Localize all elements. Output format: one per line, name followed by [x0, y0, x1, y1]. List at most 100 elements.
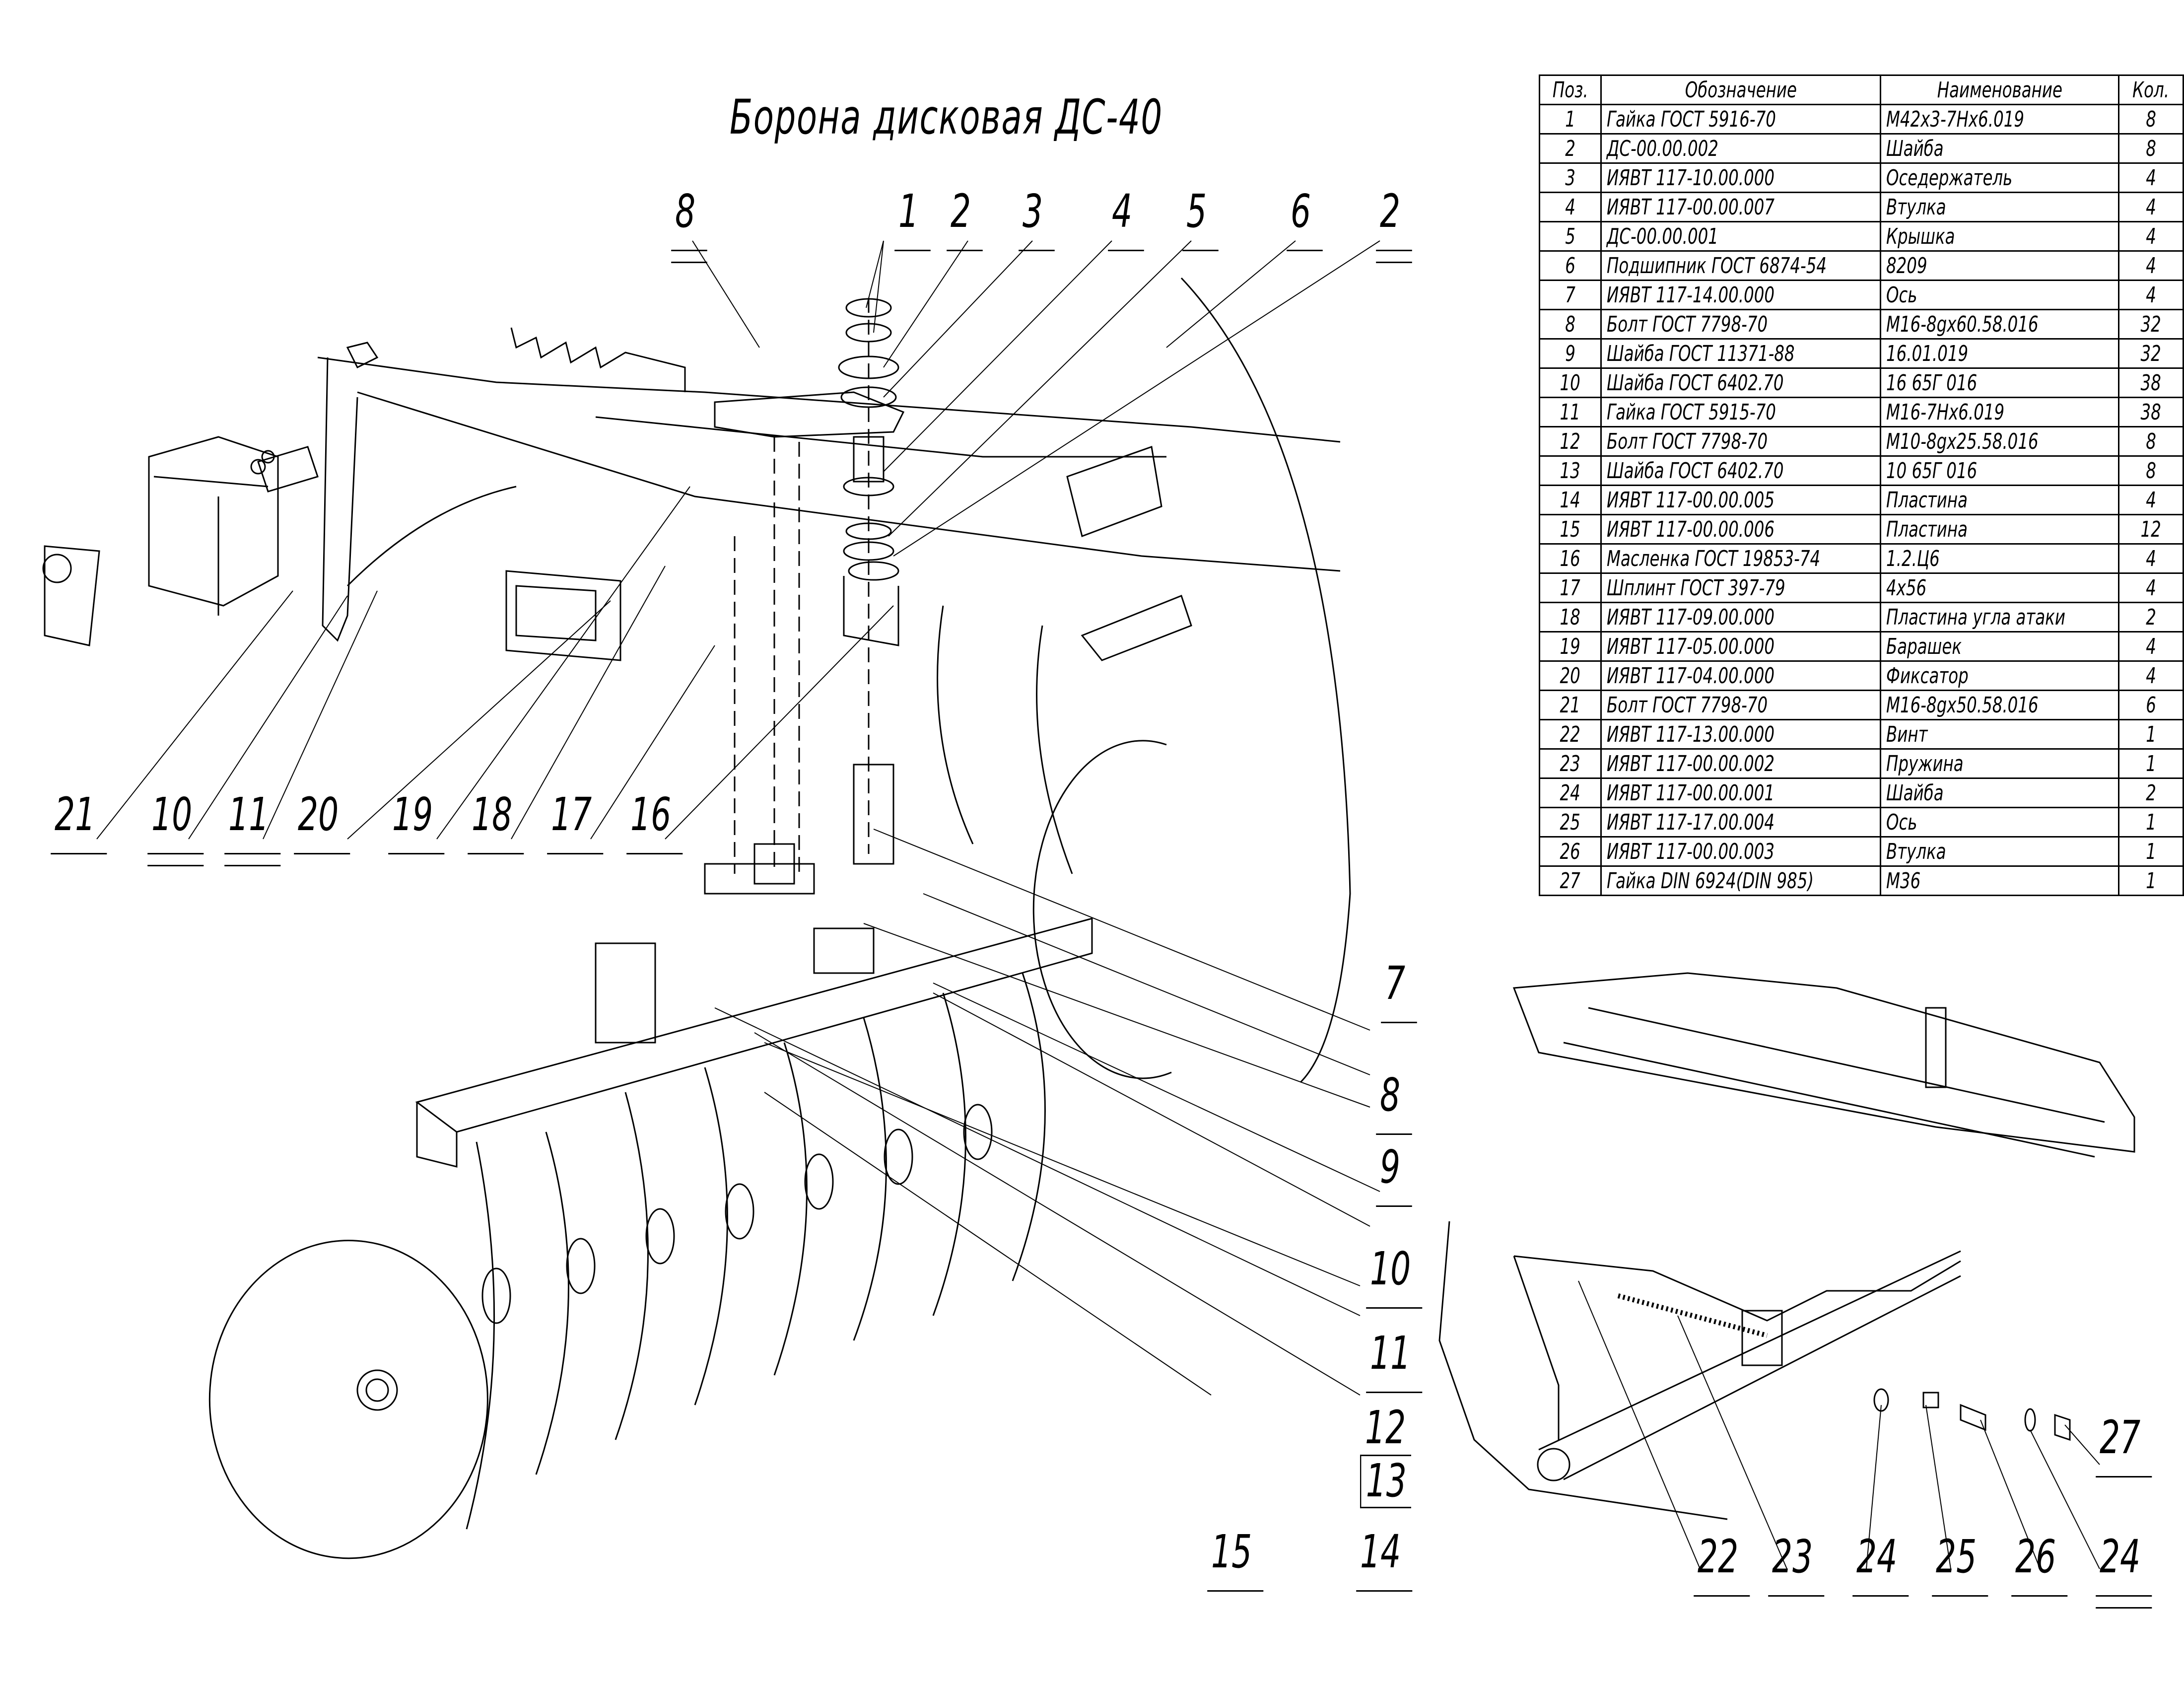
cell-pos: 10 — [1538, 367, 1602, 398]
callout-label: 8 — [671, 185, 707, 263]
cell-designation: ИЯВТ 117-00.00.003 — [1600, 836, 1882, 867]
callout-label: 24 — [1852, 1530, 1909, 1597]
cell-designation: ИЯВТ 117-10.00.000 — [1600, 162, 1882, 193]
cell-name: 16 65Г 016 — [1880, 367, 2120, 398]
cell-qty: 4 — [2118, 572, 2184, 603]
callout-label: 14 — [1356, 1525, 1413, 1592]
cell-pos: 24 — [1538, 777, 1602, 808]
callout-label: 4 — [1108, 185, 1144, 251]
callout-label: 15 — [1207, 1525, 1264, 1592]
cell-qty: 2 — [2118, 602, 2184, 633]
cell-qty: 4 — [2118, 192, 2184, 222]
cell-designation: Подшипник ГОСТ 6874-54 — [1600, 250, 1882, 281]
cell-designation: ИЯВТ 117-14.00.000 — [1600, 280, 1882, 310]
cell-name: Пластина — [1880, 485, 2120, 515]
disc-gang — [209, 973, 1045, 1558]
cell-pos: 14 — [1538, 485, 1602, 515]
callout-label: 3 — [1019, 185, 1055, 251]
cell-name: М10-8gх25.58.016 — [1880, 426, 2120, 457]
callout-label: 8 — [1376, 1068, 1412, 1135]
cell-name: 1.2.Ц6 — [1880, 543, 2120, 574]
cell-designation: ИЯВТ 117-13.00.000 — [1600, 719, 1882, 750]
cell-qty: 1 — [2118, 748, 2184, 779]
cell-qty: 4 — [2118, 543, 2184, 574]
cell-designation: Гайка DIN 6924(DIN 985) — [1600, 865, 1882, 896]
cell-pos: 8 — [1538, 309, 1602, 340]
callout-label: 2 — [1376, 185, 1412, 263]
callout-label: 11 — [1366, 1327, 1423, 1393]
callout-label: 1 — [894, 185, 931, 251]
rear-disc-gang — [938, 278, 1350, 1082]
header-pos: Поз. — [1538, 74, 1602, 105]
cell-pos: 3 — [1538, 162, 1602, 193]
cell-designation: Болт ГОСТ 7798-70 — [1600, 690, 1882, 720]
cell-name: Ось — [1880, 807, 2120, 838]
support-box — [506, 571, 620, 660]
gang-beam — [417, 765, 1092, 1167]
cell-qty: 4 — [2118, 631, 2184, 662]
cell-name: М16-8gх50.58.016 — [1880, 690, 2120, 720]
cell-name: М16-8gх60.58.016 — [1880, 309, 2120, 340]
cell-name: 8209 — [1880, 250, 2120, 281]
cell-pos: 17 — [1538, 572, 1602, 603]
header-name: Наименование — [1880, 74, 2120, 105]
cell-qty: 4 — [2118, 485, 2184, 515]
cell-name: Шайба — [1880, 777, 2120, 808]
cell-designation: ДС-00.00.002 — [1600, 133, 1882, 164]
cell-pos: 25 — [1538, 807, 1602, 838]
callout-label: 22 — [1694, 1530, 1750, 1597]
cell-designation: Шплинт ГОСТ 397-79 — [1600, 572, 1882, 603]
cell-name: Пружина — [1880, 748, 2120, 779]
cell-designation: ИЯВТ 117-05.00.000 — [1600, 631, 1882, 662]
hitch-assembly — [43, 437, 318, 645]
cell-designation: ДС-00.00.001 — [1600, 221, 1882, 252]
inset-drawing — [1439, 973, 2134, 1569]
cell-qty: 8 — [2118, 426, 2184, 457]
cell-pos: 20 — [1538, 660, 1602, 691]
cell-qty: 1 — [2118, 807, 2184, 838]
callout-label: 25 — [1932, 1530, 1988, 1597]
cell-qty: 12 — [2118, 514, 2184, 545]
cell-pos: 6 — [1538, 250, 1602, 281]
callout-label: 20 — [294, 788, 350, 854]
parts-table-header: Поз. Обозначение Наименование Кол. — [1538, 74, 2184, 105]
cell-pos: 23 — [1538, 748, 1602, 779]
callout-label: 23 — [1768, 1530, 1825, 1597]
cell-qty: 38 — [2118, 397, 2184, 427]
callout-label: 10 — [1366, 1242, 1423, 1309]
cell-pos: 22 — [1538, 719, 1602, 750]
cell-qty: 4 — [2118, 221, 2184, 252]
cell-pos: 27 — [1538, 865, 1602, 896]
cell-qty: 4 — [2118, 250, 2184, 281]
callout-label: 17 — [547, 788, 604, 854]
cell-designation: ИЯВТ 117-04.00.000 — [1600, 660, 1882, 691]
header-designation: Обозначение — [1600, 74, 1882, 105]
cell-pos: 11 — [1538, 397, 1602, 427]
cell-designation: Болт ГОСТ 7798-70 — [1600, 309, 1882, 340]
cell-pos: 4 — [1538, 192, 1602, 222]
callout-label: 9 — [1376, 1140, 1412, 1207]
cell-designation: ИЯВТ 117-00.00.007 — [1600, 192, 1882, 222]
cell-qty: 6 — [2118, 690, 2184, 720]
cell-designation: Шайба ГОСТ 11371-88 — [1600, 338, 1882, 369]
cell-name: Фиксатор — [1880, 660, 2120, 691]
cell-name: Оседержатель — [1880, 162, 2120, 193]
cell-name: 16.01.019 — [1880, 338, 2120, 369]
cell-name: Барашек — [1880, 631, 2120, 662]
cell-pos: 5 — [1538, 221, 1602, 252]
cell-name: Втулка — [1880, 836, 2120, 867]
cell-qty: 38 — [2118, 367, 2184, 398]
cell-qty: 32 — [2118, 309, 2184, 340]
